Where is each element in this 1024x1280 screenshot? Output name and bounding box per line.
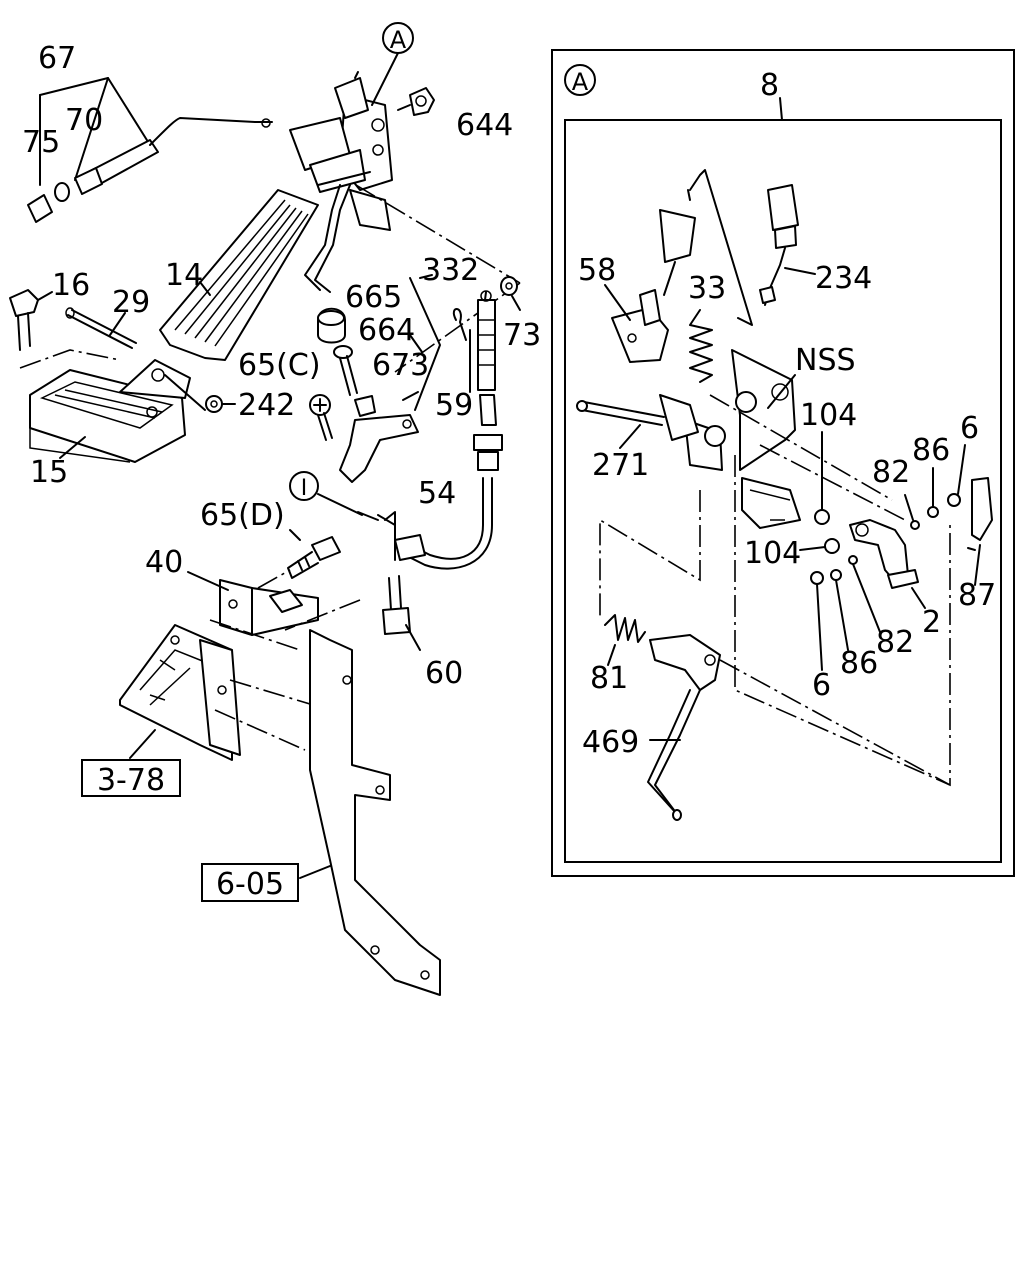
cable-end-assembly <box>27 77 273 223</box>
callout-234: 234 <box>815 261 872 296</box>
callout-644: 644 <box>456 108 513 143</box>
washer-6a <box>947 493 961 507</box>
pedal-bracket-top <box>289 71 393 293</box>
callout-104b: 104 <box>744 536 801 571</box>
marker-i-main: I <box>289 471 363 516</box>
callout-664: 664 <box>358 313 415 348</box>
pin-664 <box>333 345 358 396</box>
callout-242: 242 <box>238 388 295 423</box>
callout-65c: 65(C) <box>238 348 321 383</box>
ref-box-3-78: 3-78 <box>81 759 181 798</box>
accelerator-pedal-pad <box>159 189 319 361</box>
callout-82a: 82 <box>872 455 910 490</box>
spring-81 <box>604 614 646 643</box>
leader-14 <box>199 281 211 296</box>
callout-59: 59 <box>435 388 473 423</box>
leader-16 <box>37 291 53 301</box>
callout-81: 81 <box>590 661 628 696</box>
callout-82b: 82 <box>876 625 914 660</box>
bolt-65d <box>287 536 341 579</box>
shaft-29 <box>65 307 137 349</box>
frame-6-05 <box>309 629 441 996</box>
callout-73: 73 <box>503 318 541 353</box>
washer-86a <box>927 506 939 518</box>
washer-6b <box>810 571 824 585</box>
callout-75: 75 <box>22 125 60 160</box>
callout-58: 58 <box>578 253 616 288</box>
nut-644 <box>409 87 435 116</box>
callout-469: 469 <box>582 725 639 760</box>
callout-54: 54 <box>418 476 456 511</box>
bolt-16 <box>9 289 39 351</box>
callout-665: 665 <box>345 280 402 315</box>
marker-a-detail: A <box>564 64 596 96</box>
callout-86b: 86 <box>840 646 878 681</box>
washer-73 <box>500 276 521 311</box>
callout-33: 33 <box>688 271 726 306</box>
callout-16: 16 <box>52 268 90 303</box>
svg-text:I: I <box>301 476 308 501</box>
callout-8: 8 <box>760 68 779 103</box>
pedal-bracket-detail <box>659 349 801 529</box>
callout-2: 2 <box>922 605 941 640</box>
svg-text:3-78: 3-78 <box>97 763 165 798</box>
marker-a-main: A <box>371 22 414 106</box>
lever-2 <box>849 519 919 589</box>
callout-67: 67 <box>38 41 76 76</box>
spring-33 <box>689 309 713 383</box>
callout-14: 14 <box>165 258 203 293</box>
callout-40: 40 <box>145 545 183 580</box>
callout-60: 60 <box>425 656 463 691</box>
callout-271: 271 <box>592 448 649 483</box>
bracket-87 <box>971 477 993 586</box>
bolt-60 <box>382 575 421 651</box>
bracket-332 <box>339 277 441 483</box>
callout-86a: 86 <box>912 433 950 468</box>
callout-labels: 67 70 75 644 16 29 14 665 332 664 73 65(… <box>22 41 996 760</box>
callout-29: 29 <box>112 285 150 320</box>
frame-3-78 <box>119 624 241 761</box>
bracket-40 <box>219 579 319 636</box>
callout-332: 332 <box>422 253 479 288</box>
ref-box-6-05: 6-05 <box>201 863 299 902</box>
switch-58 <box>611 169 753 363</box>
callout-70: 70 <box>65 103 103 138</box>
callout-673: 673 <box>372 348 429 383</box>
washer-104a <box>814 509 830 525</box>
callout-87: 87 <box>958 578 996 613</box>
svg-text:6-05: 6-05 <box>216 867 284 902</box>
cable-54 <box>394 290 503 570</box>
leader-15 <box>59 436 86 459</box>
nut-673 <box>354 395 376 417</box>
bushing-665 <box>317 307 346 344</box>
clip-59 <box>452 308 471 393</box>
bolt-65c <box>309 394 333 441</box>
callout-65d: 65(D) <box>200 498 285 533</box>
washer-86b <box>830 569 842 581</box>
pin-271 <box>576 400 665 426</box>
washer-242 <box>205 395 236 413</box>
callout-nss: NSS <box>795 343 856 378</box>
svg-text:A: A <box>390 26 407 54</box>
washer-82a <box>910 520 920 530</box>
callout-6b: 6 <box>812 668 831 703</box>
connector-234 <box>759 184 799 306</box>
washer-82b <box>848 555 858 565</box>
callout-6a: 6 <box>960 411 979 446</box>
lever-469 <box>647 634 721 821</box>
svg-text:A: A <box>572 68 589 96</box>
callout-15: 15 <box>30 455 68 490</box>
washer-104b <box>824 538 840 554</box>
nut-644-leader <box>397 104 411 111</box>
leader-29 <box>109 312 126 336</box>
callout-104a: 104 <box>800 398 857 433</box>
step-plate-15 <box>29 359 206 463</box>
